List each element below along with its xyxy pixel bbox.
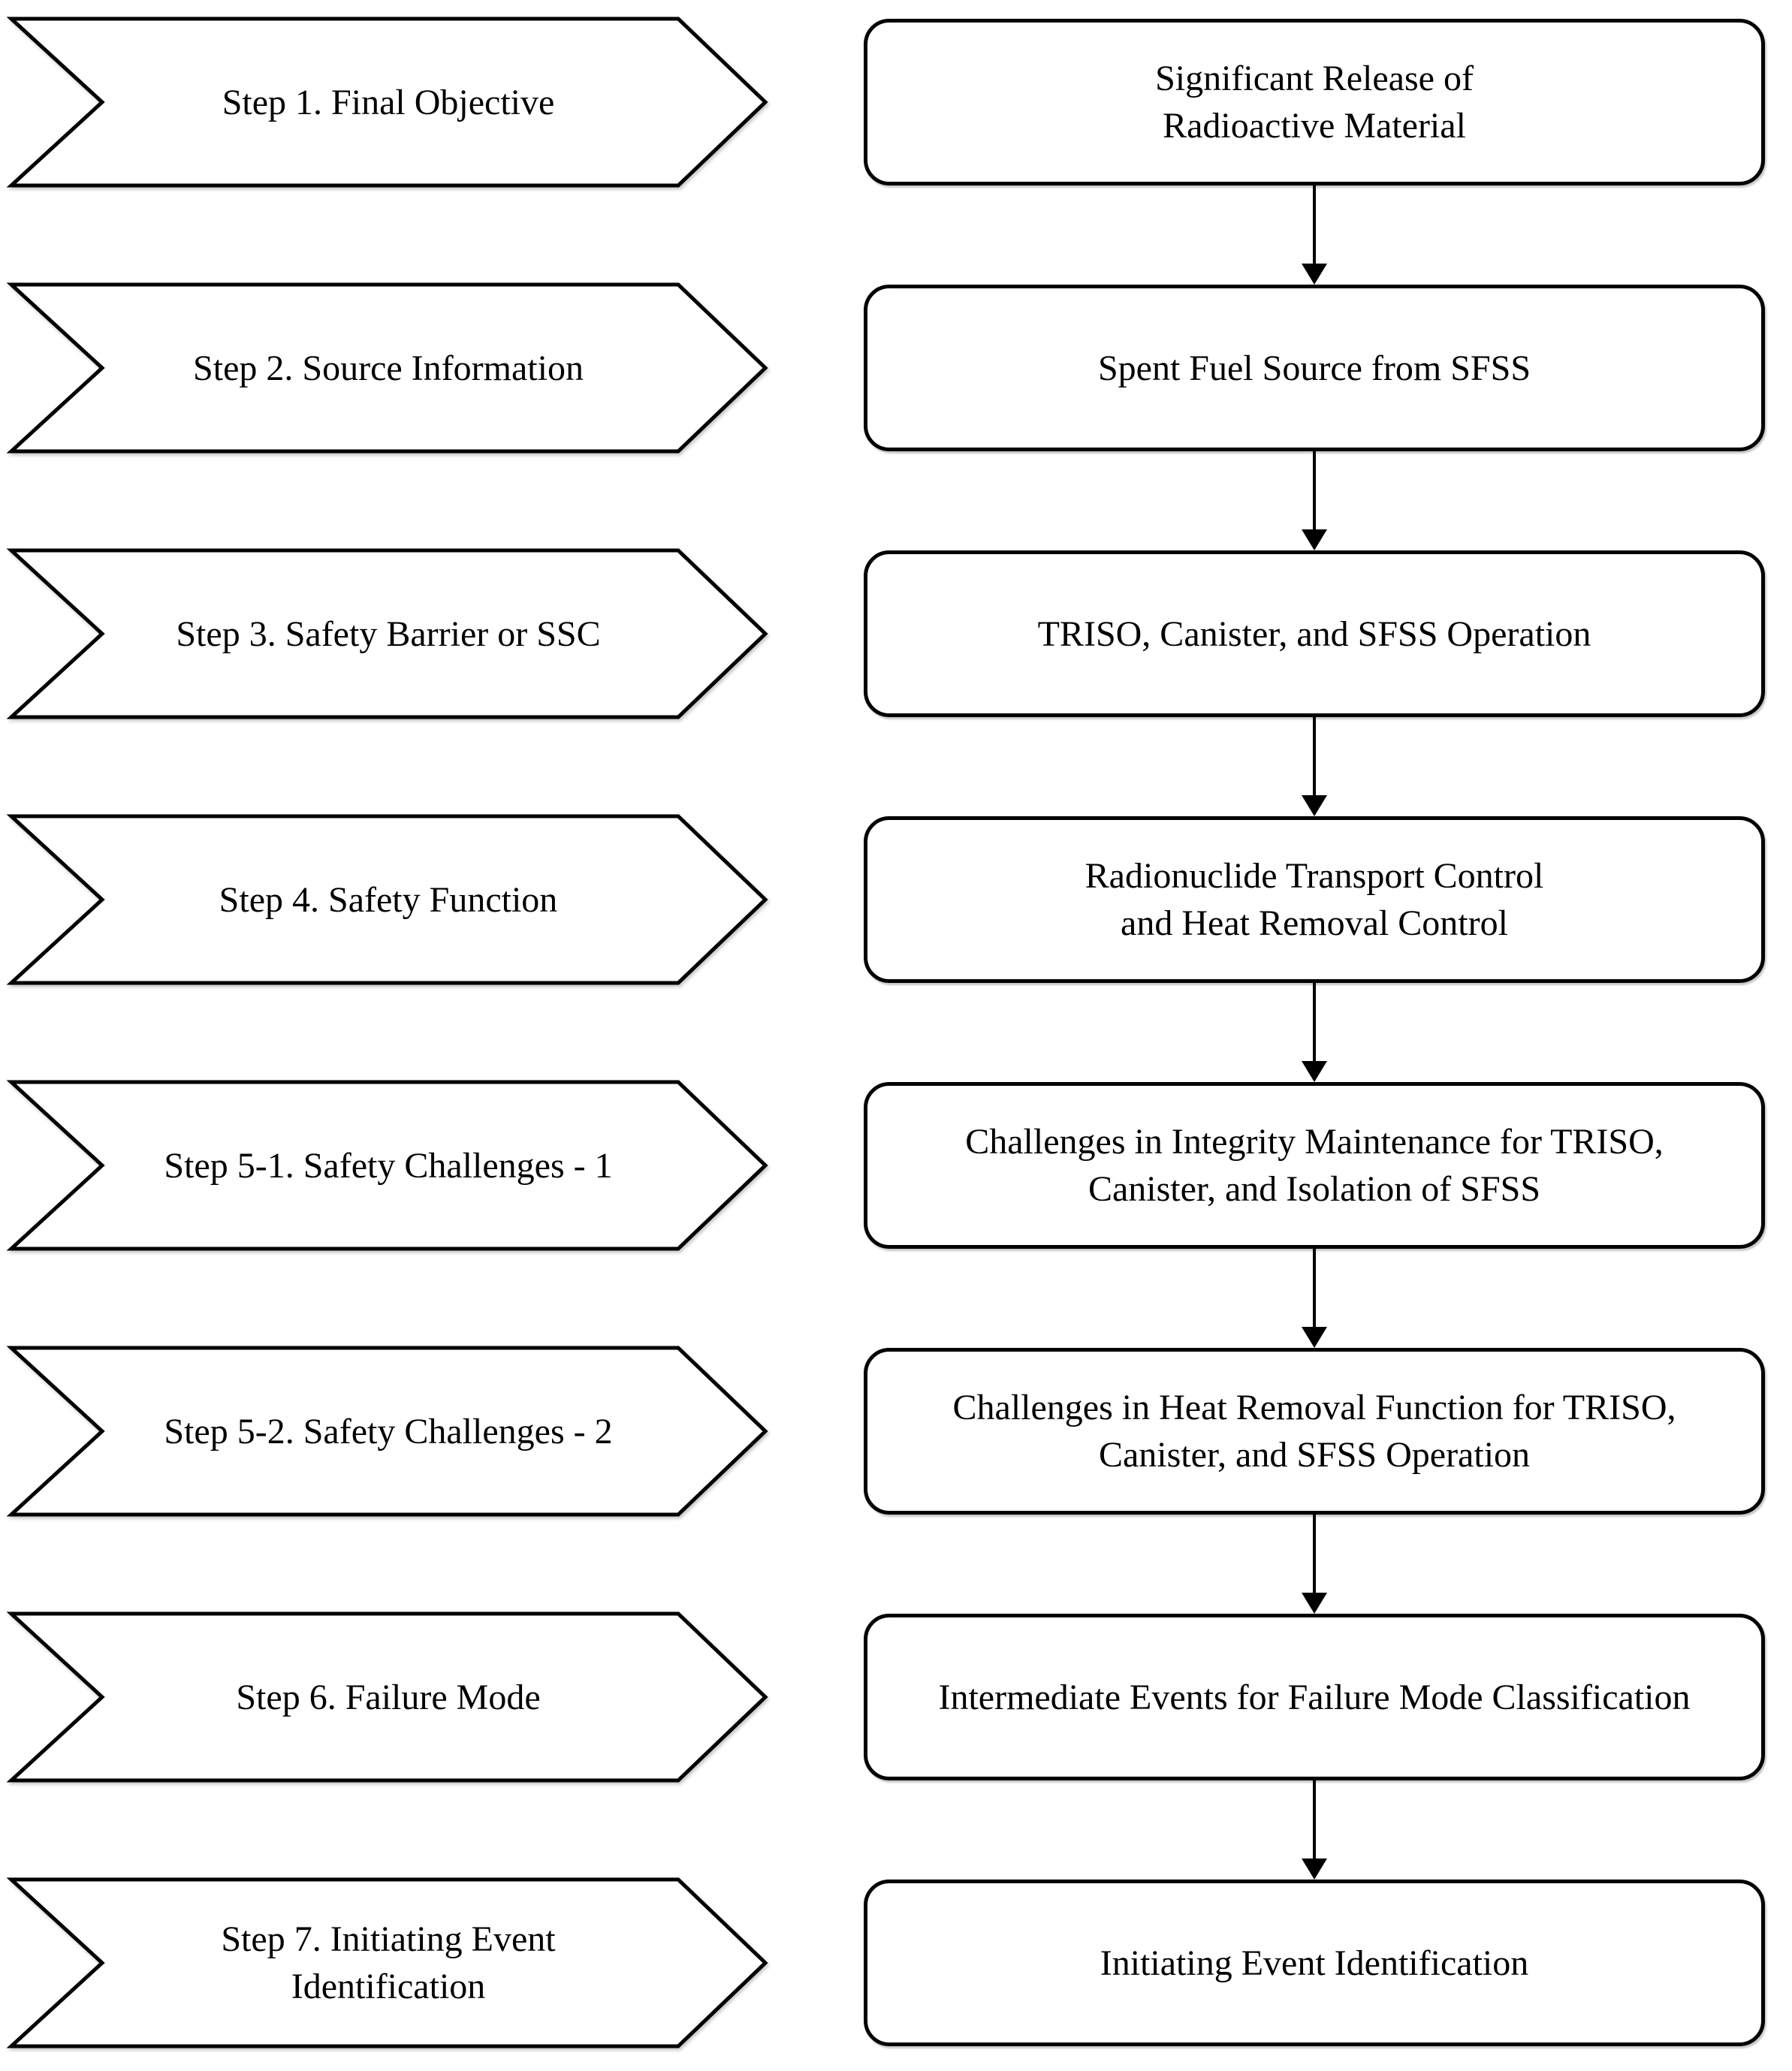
flow-arrow-3-4 <box>1302 717 1327 816</box>
node-label-line: Canister, and Isolation of SFSS <box>1088 1169 1541 1209</box>
flow-row-3: Step 3. Safety Barrier or SSC TRISO, Can… <box>0 548 1792 719</box>
flow-arrow-6-7 <box>1302 1515 1327 1614</box>
flow-row-5: Step 5-1. Safety Challenges - 1 Challeng… <box>0 1080 1792 1251</box>
node-label-line: TRISO, Canister, and SFSS Operation <box>1037 613 1591 654</box>
arrow-line <box>1313 1249 1316 1328</box>
step-label-line: Step 6. Failure Mode <box>236 1677 541 1717</box>
step-banner-3: Step 3. Safety Barrier or SSC <box>6 548 768 719</box>
step-banner-4: Step 4. Safety Function <box>6 814 768 985</box>
flow-arrow-7-8 <box>1302 1780 1327 1880</box>
step-banner-1: Step 1. Final Objective <box>6 17 768 188</box>
flow-arrow-1-2 <box>1302 185 1327 285</box>
chevron-shape <box>6 814 768 985</box>
flow-node-6: Challenges in Heat Removal Function for … <box>864 1348 1765 1515</box>
flow-row-8: Step 7. Initiating Event Identification … <box>0 1877 1792 2048</box>
step-label: Step 2. Source Information <box>11 285 765 451</box>
arrow-head-icon <box>1302 1593 1327 1614</box>
step-banner-6: Step 5-2. Safety Challenges - 2 <box>6 1346 768 1517</box>
node-label-line: Spent Fuel Source from SFSS <box>1097 348 1531 388</box>
step-label: Step 3. Safety Barrier or SSC <box>11 550 765 717</box>
step-label-line: Identification <box>291 1967 486 2006</box>
step-label: Step 5-1. Safety Challenges - 1 <box>11 1082 765 1249</box>
chevron-shape <box>6 1346 768 1517</box>
chevron-shape <box>6 282 768 454</box>
step-banner-7: Step 6. Failure Mode <box>6 1611 768 1783</box>
flow-row-7: Step 6. Failure Mode Intermediate Events… <box>0 1611 1792 1783</box>
step-banner-5: Step 5-1. Safety Challenges - 1 <box>6 1080 768 1251</box>
flow-row-2: Step 2. Source Information Spent Fuel So… <box>0 282 1792 454</box>
step-banner-2: Step 2. Source Information <box>6 282 768 454</box>
arrow-head-icon <box>1302 1858 1327 1880</box>
step-label-line: Step 3. Safety Barrier or SSC <box>176 613 601 654</box>
flow-arrow-4-5 <box>1302 983 1327 1082</box>
step-banner-8: Step 7. Initiating Event Identification <box>6 1877 768 2048</box>
flow-node-8: Initiating Event Identification <box>864 1880 1765 2046</box>
flow-row-4: Step 4. Safety Function Radionuclide Tra… <box>0 814 1792 985</box>
step-label-line: Step 1. Final Objective <box>222 82 555 122</box>
flow-arrow-5-6 <box>1302 1249 1327 1348</box>
chevron-shape <box>6 1611 768 1783</box>
arrow-head-icon <box>1302 1327 1327 1348</box>
arrow-line <box>1313 1515 1316 1594</box>
flow-node-3: TRISO, Canister, and SFSS Operation <box>864 550 1765 717</box>
step-label-line: Step 5-1. Safety Challenges - 1 <box>164 1145 613 1186</box>
node-label-line: Radionuclide Transport Control <box>1085 856 1544 896</box>
step-label: Step 4. Safety Function <box>11 816 765 983</box>
flow-node-2: Spent Fuel Source from SFSS <box>864 285 1765 451</box>
flow-node-7: Intermediate Events for Failure Mode Cla… <box>864 1614 1765 1780</box>
arrow-head-icon <box>1302 264 1327 285</box>
chevron-shape <box>6 17 768 188</box>
step-label: Step 7. Initiating Event Identification <box>11 1880 765 2046</box>
flow-node-5: Challenges in Integrity Maintenance for … <box>864 1082 1765 1249</box>
arrow-line <box>1313 451 1316 531</box>
node-label-line: Challenges in Integrity Maintenance for … <box>965 1122 1664 1162</box>
node-label-line: Canister, and SFSS Operation <box>1098 1435 1531 1475</box>
step-label-line: Step 4. Safety Function <box>219 879 558 920</box>
node-label-line: Intermediate Events for Failure Mode Cla… <box>938 1677 1691 1717</box>
chevron-shape <box>6 548 768 719</box>
node-label-line: Initiating Event Identification <box>1100 1943 1529 1983</box>
step-label: Step 6. Failure Mode <box>11 1614 765 1780</box>
step-label-line: Step 5-2. Safety Challenges - 2 <box>164 1411 613 1452</box>
arrow-line <box>1313 185 1316 265</box>
chevron-shape <box>6 1080 768 1251</box>
step-label: Step 5-2. Safety Challenges - 2 <box>11 1348 765 1515</box>
flow-row-6: Step 5-2. Safety Challenges - 2 Challeng… <box>0 1346 1792 1517</box>
node-label-line: Significant Release of <box>1155 59 1474 98</box>
chevron-shape <box>6 1877 768 2048</box>
arrow-head-icon <box>1302 529 1327 550</box>
arrow-line <box>1313 983 1316 1063</box>
arrow-head-icon <box>1302 795 1327 816</box>
flow-arrow-2-3 <box>1302 451 1327 550</box>
step-label: Step 1. Final Objective <box>11 19 765 185</box>
arrow-head-icon <box>1302 1061 1327 1082</box>
flow-node-1: Significant Release of Radioactive Mater… <box>864 19 1765 185</box>
flow-node-4: Radionuclide Transport Control and Heat … <box>864 816 1765 983</box>
step-label-line: Step 7. Initiating Event <box>221 1919 556 1959</box>
node-label-line: Challenges in Heat Removal Function for … <box>952 1388 1676 1427</box>
node-label-line: and Heat Removal Control <box>1121 903 1508 943</box>
arrow-line <box>1313 717 1316 797</box>
flow-row-1: Step 1. Final Objective Significant Rele… <box>0 17 1792 188</box>
step-label-line: Step 2. Source Information <box>193 348 584 388</box>
node-label-line: Radioactive Material <box>1163 106 1466 146</box>
arrow-line <box>1313 1780 1316 1860</box>
